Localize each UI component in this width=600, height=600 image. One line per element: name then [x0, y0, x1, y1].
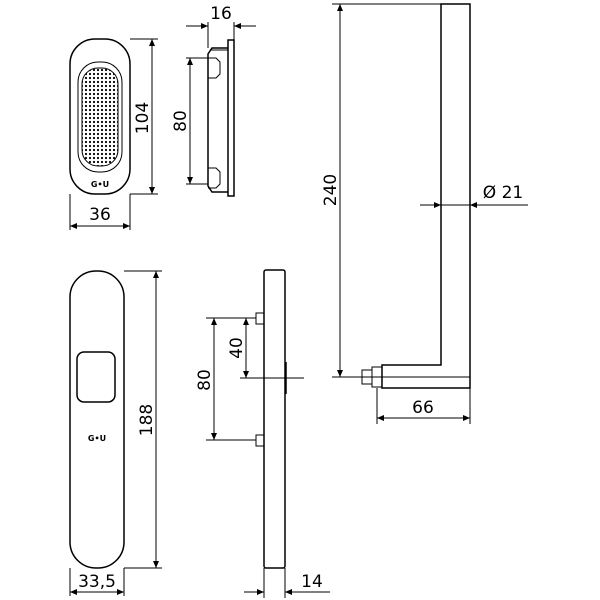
- handle-outline: [381, 3, 471, 389]
- backplate-side-outline: [263, 269, 286, 569]
- dim-recess-grip-height: 80: [171, 110, 191, 132]
- recess-plate-outline: [69, 38, 131, 195]
- dim-handle-diameter: Ø 21: [483, 183, 523, 203]
- recess-grip-front-view: G•U 36 104: [69, 38, 158, 230]
- brand-logo: G•U: [91, 180, 109, 189]
- backplate-outline: [69, 270, 125, 569]
- recess-hook-top: [208, 57, 221, 79]
- brand-logo: G•U: [88, 434, 106, 443]
- screw-boss-bottom: [255, 434, 265, 447]
- recess-cup-body: [207, 47, 228, 193]
- dim-recess-height: 104: [133, 102, 153, 134]
- recess-face-plate: [227, 39, 235, 197]
- screw-boss-top: [255, 312, 265, 325]
- dim-plate-height: 188: [137, 404, 157, 436]
- handle-side-view: 240 Ø 21 66: [321, 3, 528, 424]
- recess-grip-side-view: 16 80: [171, 4, 256, 197]
- recess-cup-outline: [77, 61, 123, 173]
- dim-handle-length: 240: [321, 174, 341, 206]
- dim-recess-plate-width: 36: [89, 205, 111, 225]
- backplate-side-view: 40 80 14: [195, 269, 330, 598]
- grip-mesh-insert: [81, 67, 119, 167]
- dim-spindle-offset: 40: [227, 337, 247, 359]
- dim-plate-width: 33,5: [78, 572, 116, 592]
- dim-handle-projection: 66: [412, 398, 434, 418]
- backplate-front-view: G•U 188 33,5: [69, 270, 162, 596]
- recess-hook-bottom: [208, 167, 221, 189]
- dim-plate-depth: 14: [301, 572, 323, 592]
- key-cylinder-cutout: [76, 351, 116, 403]
- dim-recess-width: 16: [210, 4, 232, 24]
- dim-screw-spacing: 80: [195, 369, 215, 391]
